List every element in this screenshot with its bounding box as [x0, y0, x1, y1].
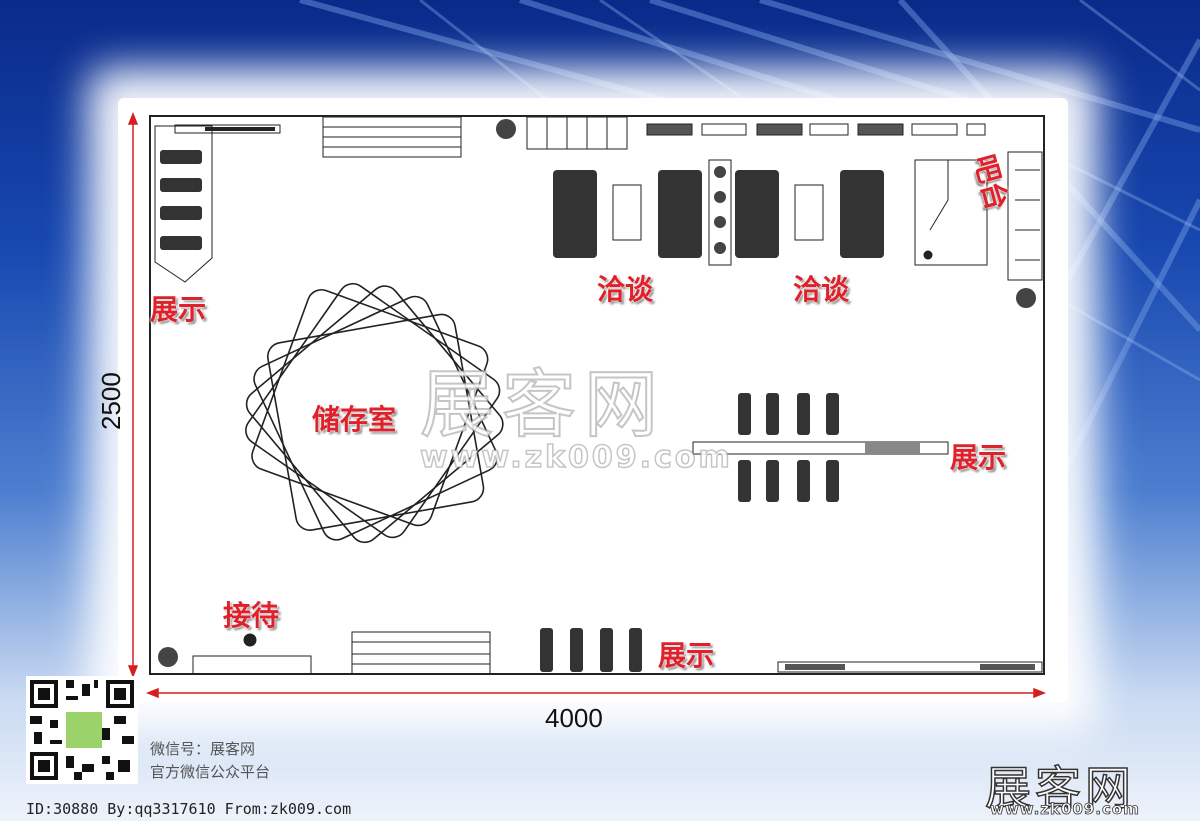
left-display-rack [154, 125, 213, 283]
brand-logo: 展客网 [984, 760, 1135, 816]
footer-id: ID:30880 By:qq3317610 From:zk009.com [26, 800, 352, 818]
label-display-left: 展示 [150, 293, 207, 326]
booth-outline [149, 115, 1045, 675]
top-wall-panels [646, 123, 986, 136]
bottom-wall-strip [777, 661, 1043, 673]
brand-url: www.zk009.com [990, 800, 1140, 819]
negotiation-set-1 [553, 170, 702, 258]
label-negotiate-2: 洽谈 [793, 273, 850, 306]
plant-column [708, 159, 732, 266]
wechat-account: 微信号：展客网 [150, 740, 256, 758]
qr-code-icon [26, 676, 138, 784]
dimension-height: 2500 [96, 372, 126, 430]
label-display-right: 展示 [950, 441, 1007, 474]
plant-icon [158, 119, 1036, 667]
wechat-platform: 官方微信公众平台 [150, 763, 271, 781]
label-reception: 接待 [223, 599, 280, 632]
label-display-bottom: 展示 [658, 639, 715, 672]
top-chairs [526, 116, 628, 150]
dimension-line-height [127, 111, 139, 679]
negotiation-set-2 [735, 170, 884, 258]
watermark-url: www.zk009.com [419, 439, 733, 476]
label-storage: 储存室 [312, 403, 397, 436]
dimension-line-width [145, 687, 1047, 699]
watermark-logo: 展客网 [419, 361, 666, 449]
bottom-shelf [351, 631, 491, 675]
storage-room [245, 282, 504, 544]
dimension-width: 4000 [545, 703, 603, 733]
bar-counter [914, 151, 1043, 281]
right-display-island [692, 393, 949, 502]
bottom-display-rack [540, 628, 642, 672]
reception-desk [192, 633, 312, 675]
label-negotiate-1: 洽谈 [597, 273, 654, 306]
top-shelf [322, 116, 462, 158]
